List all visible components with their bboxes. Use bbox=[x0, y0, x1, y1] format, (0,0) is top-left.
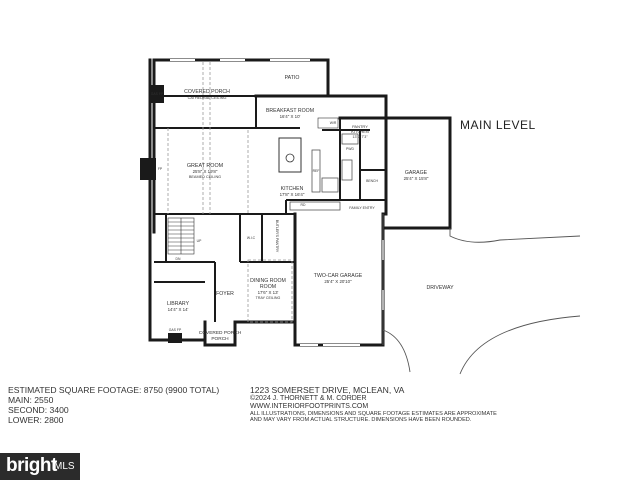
footage-main: MAIN: 2550 bbox=[8, 395, 54, 405]
room-covered-porch-front: COVERED PORCH bbox=[199, 330, 242, 336]
watermark-brand: bright bbox=[6, 455, 57, 476]
room-breakfast: BREAKFAST ROOM bbox=[266, 108, 314, 114]
label-pwd: PWD bbox=[346, 147, 354, 151]
room-foyer: FOYER bbox=[216, 291, 234, 297]
room-kitchen-dim: 17'8" X 16'4" bbox=[280, 192, 305, 197]
kitchen-island bbox=[278, 137, 302, 173]
room-family-entry: FAMILY ENTRY bbox=[349, 206, 375, 210]
room-kitchen: KITCHEN bbox=[281, 186, 304, 192]
copyright: ©2024 J. THORNETT & M. CORDER bbox=[250, 395, 367, 402]
room-dining-dim: 17'6" X 13' bbox=[258, 290, 279, 295]
room-covered-porch-top-note: CATHEDRAL CEILING bbox=[188, 96, 227, 100]
room-dining-sub: ROOM bbox=[260, 284, 276, 290]
counters bbox=[289, 133, 359, 211]
room-driveway: DRIVEWAY bbox=[426, 285, 454, 291]
label-bench: BENCH bbox=[366, 179, 378, 183]
watermark-suffix: MLS bbox=[54, 461, 75, 472]
room-two-car-garage: TWO-CAR GARAGE bbox=[314, 273, 363, 279]
room-patio: PATIO bbox=[285, 75, 300, 81]
label-fp: FP bbox=[158, 167, 163, 171]
square-footage-block: ESTIMATED SQUARE FOOTAGE: 8750 (9900 TOT… bbox=[8, 385, 219, 425]
room-pantry-dim: 13' X 7'3" bbox=[352, 135, 368, 139]
room-butlers-pantry: BUTLER'S PANTRY bbox=[275, 220, 279, 253]
room-covered-porch-front-sub: PORCH bbox=[211, 336, 229, 342]
label-gas-fp-top: GAS FP bbox=[151, 92, 164, 96]
room-breakfast-dim: 16'4" X 10' bbox=[280, 114, 301, 119]
label-gas-fp-library: GAS FP bbox=[169, 328, 182, 332]
room-covered-porch-top: COVERED PORCH bbox=[184, 89, 230, 95]
room-great-dim: 25'8" X 19'8" bbox=[193, 169, 218, 174]
driveway bbox=[382, 214, 581, 375]
ceiling-lines bbox=[167, 62, 293, 323]
address-line: 1223 SOMERSET DRIVE, MCLEAN, VA bbox=[250, 385, 405, 395]
label-up: UP bbox=[197, 239, 202, 243]
website: WWW.INTERIORFOOTPRINTS.COM bbox=[250, 403, 369, 410]
room-dining-note: TRAY CEILING bbox=[256, 296, 281, 300]
fireplaces bbox=[140, 85, 182, 343]
label-rd: RD bbox=[301, 203, 306, 207]
room-garage-small-dim: 25'4" X 15'8" bbox=[404, 176, 429, 181]
room-library: LIBRARY bbox=[167, 301, 190, 307]
bright-mls-watermark: bright MLS bbox=[0, 453, 80, 480]
room-library-dim: 14'4" X 14' bbox=[168, 307, 189, 312]
footage-lower: LOWER: 2800 bbox=[8, 415, 64, 425]
room-dining: DINING ROOM bbox=[250, 278, 286, 284]
disclaimer-line-2: AND MAY VARY FROM ACTUAL STRUCTURE. DIME… bbox=[250, 417, 472, 424]
footage-title: ESTIMATED SQUARE FOOTAGE: 8750 (9900 TOT… bbox=[8, 385, 220, 395]
stairs bbox=[167, 117, 339, 255]
interior-walls bbox=[154, 95, 386, 322]
label-wic: W.I.C bbox=[247, 236, 256, 240]
fixture-labels: GAS FP FP GAS FP REF W/R PWD DN UP W.I.C… bbox=[151, 92, 379, 332]
room-pantry-sub: KITCHEN bbox=[351, 129, 369, 134]
room-labels: COVERED PORCH CATHEDRAL CEILING PATIO BR… bbox=[167, 75, 454, 342]
room-great: GREAT ROOM bbox=[187, 163, 224, 169]
address-block: 1223 SOMERSET DRIVE, MCLEAN, VA ©2024 J.… bbox=[250, 385, 497, 424]
room-garage-small: GARAGE bbox=[405, 170, 428, 176]
footage-second: SECOND: 3400 bbox=[8, 405, 69, 415]
island-sink bbox=[285, 153, 295, 163]
windows bbox=[170, 59, 384, 346]
label-wr: W/R bbox=[330, 121, 337, 125]
disclaimer-line-1: ALL ILLUSTRATIONS, DIMENSIONS AND SQUARE… bbox=[250, 411, 497, 417]
room-pantry: PANTRY bbox=[352, 124, 368, 129]
room-two-car-garage-dim: 25'4" X 20'10" bbox=[324, 279, 352, 284]
level-title: MAIN LEVEL bbox=[460, 118, 536, 132]
room-great-note: BEAMED CEILING bbox=[189, 175, 221, 179]
label-dn: DN bbox=[176, 257, 181, 261]
label-ref: REF bbox=[313, 169, 320, 173]
